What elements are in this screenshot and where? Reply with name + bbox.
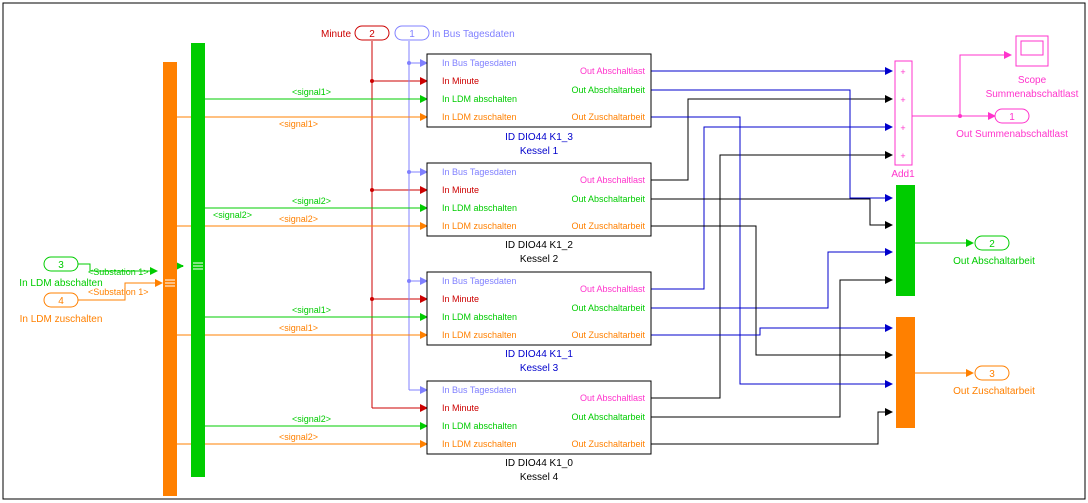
- outport-label: Out Abschaltarbeit: [953, 256, 1035, 267]
- signal-label: <signal2>: [279, 214, 318, 224]
- sum-sign: +: [900, 123, 905, 133]
- signal-label: <signal2>: [279, 432, 318, 442]
- inport-number: 4: [58, 296, 64, 307]
- port-in-minute: In Minute: [442, 294, 479, 304]
- port-in-ldm-zu: In LDM zuschalten: [442, 112, 517, 122]
- signal-label: <Substation 1>: [88, 267, 149, 277]
- port-out-arbeit: Out Abschaltarbeit: [571, 412, 645, 422]
- sum-sign: +: [900, 151, 905, 161]
- signal-label: <signal2>: [292, 414, 331, 424]
- signal-label: <signal1>: [292, 87, 331, 97]
- port-out-zu: Out Zuschaltarbeit: [571, 112, 645, 122]
- port-out-last: Out Abschaltlast: [580, 284, 646, 294]
- port-in-minute: In Minute: [442, 403, 479, 413]
- subsystem-name: ID DIO44 K1_3: [505, 132, 573, 143]
- signal-line-zu-1[interactable]: [651, 116, 893, 388]
- sum-block-label: Add1: [891, 169, 915, 180]
- inport-number: 3: [58, 260, 64, 271]
- inport-bus-tagesdaten[interactable]: 1: [394, 25, 430, 41]
- subsystem-kessel-3[interactable]: In Bus Tagesdaten In Minute In LDM absch…: [426, 271, 652, 346]
- subsystem-label: Kessel 3: [520, 363, 559, 374]
- outport-number: 1: [1009, 112, 1015, 123]
- outport-number: 3: [989, 369, 995, 380]
- bus-creator-abschalten[interactable]: [191, 43, 205, 477]
- sum-sign: +: [900, 95, 905, 105]
- port-in-bus: In Bus Tagesdaten: [442, 58, 516, 68]
- inport-label: In LDM zuschalten: [20, 314, 103, 325]
- signal-label: <signal1>: [292, 305, 331, 315]
- outport-abschaltarbeit[interactable]: 2: [974, 235, 1010, 251]
- signal-line-arbeit-1[interactable]: [651, 89, 893, 202]
- subsystem-name: ID DIO44 K1_2: [505, 240, 573, 251]
- scope-label-line2: Summenabschaltlast: [986, 89, 1079, 100]
- inport-number: 1: [409, 29, 415, 40]
- port-in-ldm-zu: In LDM zuschalten: [442, 330, 517, 340]
- inport-minute[interactable]: 2: [354, 25, 390, 41]
- sum-sign: +: [900, 67, 905, 77]
- signal-line-ldm-abschalten-in[interactable]: [78, 263, 158, 275]
- subsystem-kessel-2[interactable]: In Bus Tagesdaten In Minute In LDM absch…: [426, 162, 652, 237]
- subsystem-name: ID DIO44 K1_1: [505, 349, 573, 360]
- mux-abschaltarbeit[interactable]: [896, 185, 915, 296]
- sum-block-add1[interactable]: + + + +: [894, 60, 913, 166]
- outport-summenabschaltlast[interactable]: 1: [994, 108, 1030, 124]
- inport-label: In LDM abschalten: [19, 278, 102, 289]
- port-out-arbeit: Out Abschaltarbeit: [571, 303, 645, 313]
- port-in-bus: In Bus Tagesdaten: [442, 276, 516, 286]
- port-in-bus: In Bus Tagesdaten: [442, 385, 516, 395]
- inport-label: Minute: [321, 29, 351, 40]
- subsystem-label: Kessel 1: [520, 146, 559, 157]
- bus-creator-zuschalten[interactable]: [163, 62, 177, 496]
- signal-label: <Substation 1>: [88, 287, 149, 297]
- port-out-last: Out Abschaltlast: [580, 393, 646, 403]
- port-out-zu: Out Zuschaltarbeit: [571, 221, 645, 231]
- signal-line-ldm-zuschalten-in[interactable]: [78, 279, 163, 301]
- port-in-ldm-zu: In LDM zuschalten: [442, 439, 517, 449]
- scope-block[interactable]: [1015, 35, 1049, 67]
- inport-ldm-zuschalten[interactable]: 4: [43, 292, 79, 308]
- port-in-ldm-ab: In LDM abschalten: [442, 312, 517, 322]
- signal-label: <signal1>: [279, 323, 318, 333]
- subsystem-name: ID DIO44 K1_0: [505, 458, 573, 469]
- mux-zuschaltarbeit[interactable]: [896, 317, 915, 428]
- port-in-bus: In Bus Tagesdaten: [442, 167, 516, 177]
- subsystem-label: Kessel 4: [520, 472, 559, 483]
- port-out-arbeit: Out Abschaltarbeit: [571, 194, 645, 204]
- port-out-zu: Out Zuschaltarbeit: [571, 439, 645, 449]
- port-in-minute: In Minute: [442, 76, 479, 86]
- port-out-zu: Out Zuschaltarbeit: [571, 330, 645, 340]
- port-out-last: Out Abschaltlast: [580, 175, 646, 185]
- outport-label: Out Zuschaltarbeit: [953, 386, 1035, 397]
- port-in-ldm-ab: In LDM abschalten: [442, 203, 517, 213]
- inport-label: In Bus Tagesdaten: [432, 29, 515, 40]
- port-in-minute: In Minute: [442, 185, 479, 195]
- port-in-ldm-ab: In LDM abschalten: [442, 421, 517, 431]
- inport-ldm-abschalten[interactable]: 3: [43, 256, 79, 272]
- outport-zuschaltarbeit[interactable]: 3: [974, 365, 1010, 381]
- outport-label: Out Summenabschaltlast: [956, 129, 1068, 140]
- subsystem-kessel-4[interactable]: In Bus Tagesdaten In Minute In LDM absch…: [426, 380, 652, 455]
- signal-label: <signal1>: [279, 119, 318, 129]
- scope-label-line1: Scope: [1018, 75, 1047, 86]
- signal-label: <signal2>: [292, 196, 331, 206]
- port-in-ldm-ab: In LDM abschalten: [442, 94, 517, 104]
- port-out-last: Out Abschaltlast: [580, 66, 646, 76]
- signal-label: <signal2>: [213, 210, 252, 220]
- subsystem-kessel-1[interactable]: In Bus Tagesdaten In Minute In LDM absch…: [426, 53, 652, 128]
- port-in-ldm-zu: In LDM zuschalten: [442, 221, 517, 231]
- outport-number: 2: [989, 239, 995, 250]
- inport-number: 2: [369, 29, 375, 40]
- subsystem-label: Kessel 2: [520, 254, 559, 265]
- port-out-arbeit: Out Abschaltarbeit: [571, 85, 645, 95]
